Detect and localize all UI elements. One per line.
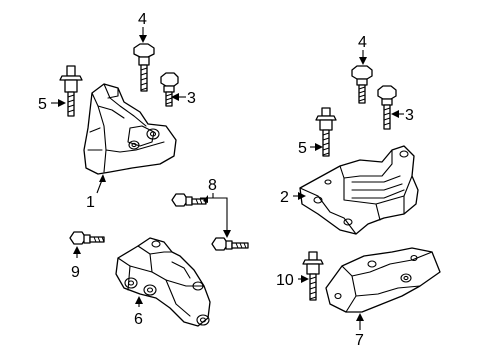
arrow-6 xyxy=(135,296,143,304)
callout-8: 8 xyxy=(208,177,217,194)
part-1-engine-mount xyxy=(83,83,177,175)
part-10-bolt xyxy=(302,251,324,301)
callout-5b: 5 xyxy=(298,140,307,157)
arrow-8a xyxy=(203,195,208,203)
arrow-9 xyxy=(73,246,81,254)
arrow-2 xyxy=(298,192,306,200)
part-7-lower-plate xyxy=(325,247,441,313)
callout-3b: 3 xyxy=(405,107,414,124)
arrow-3a xyxy=(171,93,179,101)
leader-1 xyxy=(96,179,103,194)
arrow-1 xyxy=(99,174,106,182)
part-5-bolt-right xyxy=(315,107,337,157)
callout-7: 7 xyxy=(355,332,364,349)
callout-3a: 3 xyxy=(187,90,196,107)
callout-4a: 4 xyxy=(138,11,147,28)
part-4-bolt-left xyxy=(133,43,155,92)
part-4-bolt-right xyxy=(351,65,373,104)
leader-8 xyxy=(200,193,228,233)
callout-9: 9 xyxy=(71,264,80,281)
callout-10: 10 xyxy=(276,272,294,289)
arrow-7 xyxy=(356,313,364,321)
part-6-lower-bracket xyxy=(115,237,211,327)
arrow-4a xyxy=(139,35,147,43)
callout-2: 2 xyxy=(280,189,289,206)
callout-5a: 5 xyxy=(38,96,47,113)
arrow-4b xyxy=(359,57,367,65)
part-5-bolt-left xyxy=(59,65,83,117)
arrow-5b xyxy=(315,143,323,151)
callout-1: 1 xyxy=(86,194,95,211)
arrow-3b xyxy=(391,110,399,118)
callout-4b: 4 xyxy=(358,34,367,51)
arrow-5a xyxy=(58,99,66,107)
part-3-bolt-right xyxy=(377,85,397,130)
part-2-transmission-mount xyxy=(299,145,419,235)
part-9-bolt xyxy=(69,231,105,245)
arrow-10 xyxy=(301,275,309,283)
arrow-8b xyxy=(223,230,231,238)
part-3-bolt-left xyxy=(160,72,179,107)
callout-6: 6 xyxy=(134,311,143,328)
part-8-bolt-lower xyxy=(211,237,249,251)
part-8-bolt-upper xyxy=(171,193,207,207)
